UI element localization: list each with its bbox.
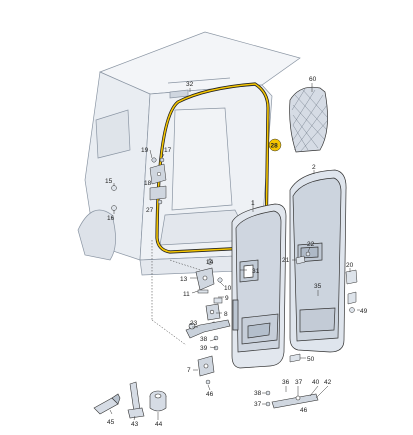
label-50: 50 [307, 356, 315, 363]
label-2: 2 [312, 164, 316, 171]
lock-22[interactable] [305, 251, 311, 257]
part-labels: 32 60 28 2 1 19 17 18 15 16 27 14 31 13 … [105, 76, 368, 428]
label-42: 42 [324, 379, 332, 386]
label-31: 31 [252, 268, 260, 275]
label-7: 7 [187, 367, 191, 374]
bolt-37b[interactable] [265, 401, 271, 407]
label-45: 45 [107, 419, 115, 426]
label-46b: 46 [300, 407, 308, 414]
label-21: 21 [282, 257, 290, 264]
label-9: 9 [225, 295, 229, 302]
label-44: 44 [155, 421, 163, 428]
bolt-38[interactable] [213, 335, 219, 341]
label-14: 14 [206, 259, 214, 266]
hinge-upper-13[interactable] [195, 267, 215, 291]
label-27: 27 [146, 207, 154, 214]
sealant-tube-45[interactable] [93, 393, 121, 415]
label-36: 36 [282, 379, 290, 386]
leader-lines [109, 83, 360, 421]
door-seal-28[interactable] [155, 82, 270, 254]
bumper-49[interactable] [349, 307, 355, 313]
label-8: 8 [224, 311, 228, 318]
hinge-10[interactable] [217, 277, 223, 283]
sill-strip-36[interactable] [271, 393, 319, 409]
label-1: 1 [251, 200, 255, 207]
hinge-bolt-11[interactable] [197, 289, 209, 294]
bolt-16[interactable] [111, 205, 117, 211]
door-check-strap-23[interactable] [185, 319, 231, 339]
label-43: 43 [131, 421, 139, 428]
cartridge-43[interactable] [127, 381, 145, 419]
label-16: 16 [107, 215, 115, 222]
bracket-9[interactable] [213, 297, 223, 304]
label-38: 38 [200, 336, 208, 343]
label-46a: 46 [206, 391, 214, 398]
window-grille-60[interactable] [289, 86, 329, 153]
adhesive-roll-44[interactable] [149, 390, 167, 412]
bolt-15[interactable] [111, 185, 117, 191]
label-37: 37 [295, 379, 303, 386]
label-10: 10 [224, 285, 232, 292]
seal-50[interactable] [289, 353, 301, 363]
bolt-46[interactable] [205, 379, 211, 385]
label-60: 60 [309, 76, 317, 83]
label-35: 35 [314, 283, 322, 290]
label-20: 20 [346, 262, 354, 269]
right-rear-door-2[interactable] [289, 169, 347, 353]
hinge-lower-7[interactable] [197, 355, 215, 377]
label-38b: 38 [254, 390, 262, 397]
bolt-38b[interactable] [265, 390, 271, 396]
label-28-highlight [268, 138, 282, 152]
label-28[interactable]: 28 [271, 143, 279, 150]
label-11: 11 [183, 291, 190, 298]
cover-20[interactable] [345, 269, 358, 305]
label-23: 23 [190, 320, 198, 327]
label-37b: 37 [254, 401, 262, 408]
label-22: 22 [307, 241, 315, 248]
left-rear-door-1[interactable] [231, 203, 287, 369]
label-19: 19 [141, 147, 149, 154]
label-40: 40 [312, 379, 320, 386]
label-13: 13 [180, 276, 188, 283]
label-39: 39 [200, 345, 208, 352]
label-17: 17 [164, 147, 172, 154]
label-32: 32 [186, 81, 194, 88]
label-15: 15 [105, 178, 113, 185]
label-18: 18 [144, 180, 152, 187]
hinge-upper-body-19[interactable] [149, 157, 167, 205]
label-49: 49 [360, 308, 368, 315]
handle-21[interactable] [295, 255, 306, 265]
